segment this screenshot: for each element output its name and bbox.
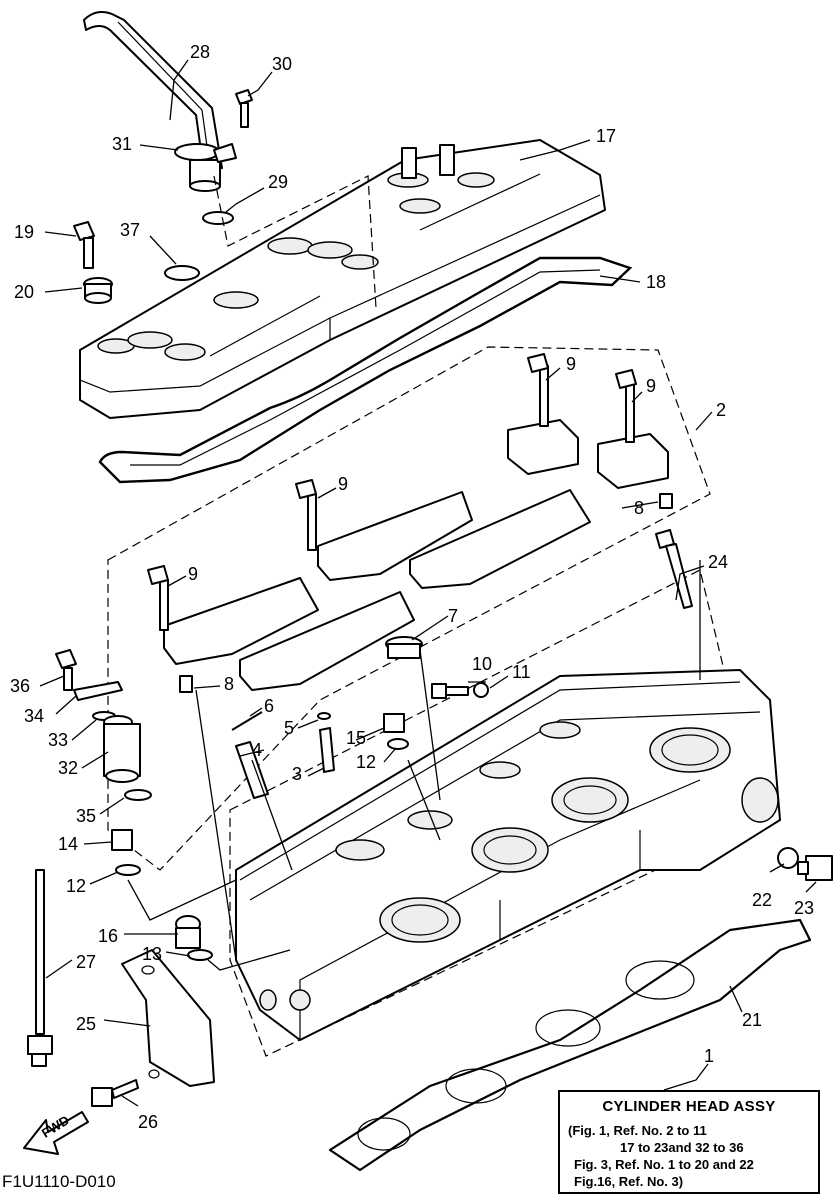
callout-12-a: 12 [356, 752, 376, 772]
camshaft-cap-rear-left [597, 369, 673, 509]
callout-33: 33 [48, 730, 68, 750]
sleeve-32 [103, 715, 141, 783]
washer-12-upper [387, 738, 409, 750]
callout-21: 21 [742, 1010, 762, 1030]
reference-line-2: 17 to 23and 32 to 36 [620, 1140, 744, 1155]
callout-37: 37 [120, 220, 140, 240]
o-ring-35 [124, 789, 152, 801]
group-box-head [229, 569, 761, 1057]
callout-8-b: 8 [224, 674, 234, 694]
callout-20: 20 [14, 282, 34, 302]
nut-14 [111, 829, 133, 851]
cylinder-head [235, 669, 781, 1041]
callout-10: 10 [472, 654, 492, 674]
reference-box: CYLINDER HEAD ASSY (Fig. 1, Ref. No. 2 t… [558, 1090, 820, 1194]
reference-line-3: Fig. 3, Ref. No. 1 to 20 and 22 [574, 1157, 754, 1172]
callout-28: 28 [190, 42, 210, 62]
callout-15: 15 [346, 728, 366, 748]
callout-6: 6 [264, 696, 274, 716]
callout-18: 18 [646, 272, 666, 292]
callout-16: 16 [98, 926, 118, 946]
callout-9-b: 9 [646, 376, 656, 396]
callout-7: 7 [448, 606, 458, 626]
bolt-36 [55, 649, 77, 691]
callout-34: 34 [24, 706, 44, 726]
camshaft-cap-middle [295, 479, 591, 589]
callout-2: 2 [716, 400, 726, 420]
bracket-25 [121, 949, 215, 1087]
callout-17: 17 [596, 126, 616, 146]
callout-19: 19 [14, 222, 34, 242]
o-ring-29 [202, 211, 234, 225]
callout-22: 22 [752, 890, 772, 910]
callout-12-b: 12 [66, 876, 86, 896]
reference-box-title: CYLINDER HEAD ASSY [602, 1098, 776, 1115]
callout-25: 25 [76, 1014, 96, 1034]
callout-9-a: 9 [566, 354, 576, 374]
plug-23 [797, 855, 833, 881]
callout-9-c: 9 [338, 474, 348, 494]
leader-lines [39, 59, 817, 1107]
washer-11 [473, 682, 489, 698]
bolt-30 [235, 89, 253, 128]
cap-nut-16 [175, 915, 201, 949]
camshaft-cap-rear-right [507, 353, 579, 475]
stud-bolt-24 [655, 529, 693, 609]
callout-35: 35 [76, 806, 96, 826]
callout-9-d: 9 [188, 564, 198, 584]
grommet-37 [164, 265, 200, 281]
breather-hose [83, 11, 237, 192]
callout-26: 26 [138, 1112, 158, 1132]
bolt-26 [91, 1079, 139, 1107]
callout-5: 5 [284, 718, 294, 738]
grommet-20 [83, 277, 113, 304]
callout-31: 31 [112, 134, 132, 154]
callout-23: 23 [794, 898, 814, 918]
bolt-19 [73, 221, 95, 269]
cable-tie-27 [27, 869, 53, 1067]
callout-29: 29 [268, 172, 288, 192]
callout-32: 32 [58, 758, 78, 778]
bolt-10 [431, 683, 469, 699]
cover-gasket [98, 256, 633, 484]
gasket-34 [73, 681, 123, 701]
head-gasket [328, 918, 812, 1172]
callout-13: 13 [142, 944, 162, 964]
nut-15 [383, 713, 405, 733]
callout-27: 27 [76, 952, 96, 972]
callout-labels: 28 30 17 31 29 19 37 20 18 9 9 2 9 8 24 … [10, 42, 814, 1132]
callout-3: 3 [292, 764, 302, 784]
camshaft-cap-front [147, 565, 415, 693]
reference-line-4: Fig.16, Ref. No. 3) [574, 1174, 684, 1189]
washer-13 [187, 949, 213, 961]
cover-gasket-inner [130, 269, 601, 466]
callout-8-a: 8 [634, 498, 644, 518]
oil-filler-plug [385, 636, 423, 659]
cylinder-head-cover [79, 139, 606, 419]
washer-12-lower [115, 864, 141, 876]
valve-lifter-set [231, 711, 335, 799]
callout-11: 11 [512, 662, 531, 682]
reference-line-1: (Fig. 1, Ref. No. 2 to 11 [568, 1123, 707, 1138]
callout-14: 14 [58, 834, 78, 854]
callout-4: 4 [252, 740, 262, 760]
fwd-arrow-icon: FWD [23, 1111, 89, 1155]
callout-1: 1 [704, 1046, 714, 1066]
figure-code: F1U1110-D010 [2, 1172, 116, 1191]
callout-36: 36 [10, 676, 30, 696]
callout-24: 24 [708, 552, 728, 572]
callout-30: 30 [272, 54, 292, 74]
washer-22 [777, 847, 799, 869]
breather-link-line [213, 175, 377, 309]
